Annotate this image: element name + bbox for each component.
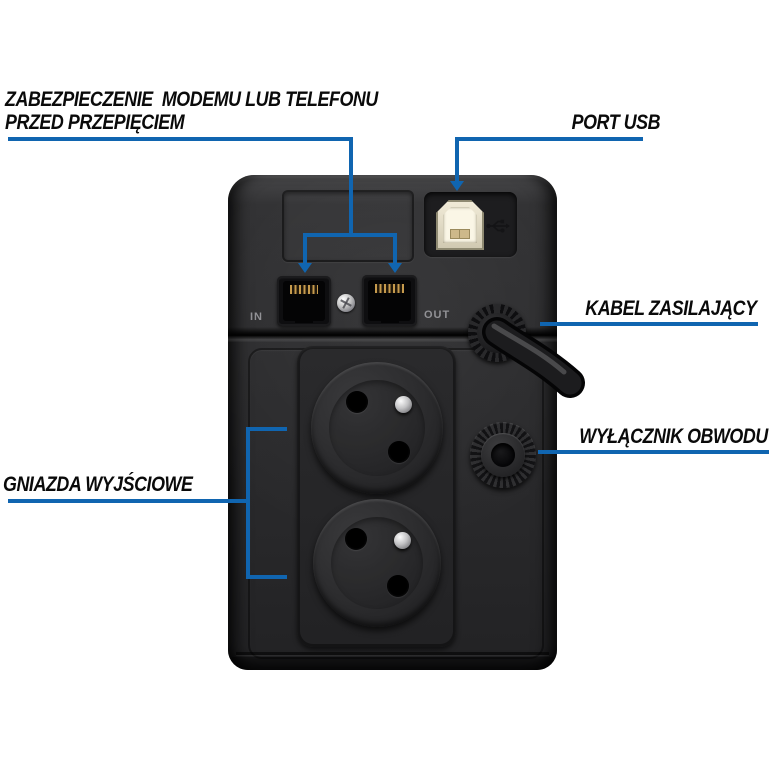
label-usb-port: PORT USB (571, 111, 660, 134)
rj45-in-port (277, 276, 331, 326)
socket-hole (345, 528, 367, 550)
ups-rear-panel: IN OUT (228, 175, 557, 670)
rj45-in-caption: IN (250, 311, 263, 323)
power-socket-top (311, 362, 443, 494)
breaker-center (491, 443, 515, 467)
rj45-gold-pins (375, 284, 404, 293)
usb-type-b-port (436, 200, 484, 250)
cable-leader-line (540, 322, 758, 326)
usb-port-cavity (443, 207, 477, 243)
blank-recessed-panel (282, 190, 414, 262)
modem-leader-underline (8, 137, 353, 141)
breaker-leader-line (538, 450, 769, 454)
modem-leader-vertical (349, 137, 353, 237)
rj45-gold-pins (290, 285, 318, 294)
usb-port-recess (424, 192, 517, 257)
sockets-bracket-top-arm (246, 427, 287, 431)
label-modem-protection: ZABEZPIECZENIE MODEMU LUB TELEFONU PRZED… (5, 88, 378, 134)
modem-leader-right-drop (393, 233, 397, 265)
cable-gland-core (477, 313, 517, 353)
label-power-cable: KABEL ZASILAJĄCY (585, 297, 758, 320)
modem-leader-left-drop (303, 233, 307, 265)
socket-hole (346, 391, 368, 413)
rj45-out-port (362, 275, 417, 326)
rj45-cavity (368, 280, 411, 323)
usb-trident-icon (486, 219, 510, 233)
rj45-latch-notch (380, 315, 399, 323)
rj45-latch-notch (295, 315, 313, 323)
base-shade (232, 657, 553, 670)
usb-leader-underline (455, 137, 643, 141)
cable-gland (468, 304, 526, 362)
arrow-to-rj45-in (298, 263, 312, 273)
socket-well (329, 380, 425, 476)
socket-hole (387, 575, 409, 597)
sockets-bracket-vertical (246, 427, 250, 579)
sockets-leader-line (8, 499, 248, 503)
label-modem-line2: PRZED PRZEPIĘCIEM (5, 111, 185, 134)
earth-pin (394, 532, 411, 549)
base-groove (236, 652, 549, 655)
circuit-breaker-button (470, 422, 536, 488)
rj45-out-caption: OUT (424, 309, 451, 321)
socket-well (331, 517, 423, 609)
arrow-to-usb-port (450, 181, 464, 191)
power-socket-bottom (313, 499, 441, 627)
usb-leader-vertical (455, 137, 459, 183)
panel-screw (337, 294, 355, 312)
label-modem-line1: ZABEZPIECZENIE MODEMU LUB TELEFONU (5, 88, 378, 111)
socket-hole (388, 441, 410, 463)
rj45-cavity (283, 281, 325, 323)
usb-contact (459, 229, 470, 239)
label-output-sockets: GNIAZDA WYJŚCIOWE (3, 473, 193, 496)
modem-leader-tbar (303, 233, 397, 237)
arrow-to-rj45-out (388, 263, 402, 273)
output-sockets-panel (297, 346, 456, 647)
sockets-bracket-bottom-arm (246, 575, 287, 579)
label-circuit-breaker: WYŁĄCZNIK OBWODU (579, 425, 768, 448)
earth-pin (395, 396, 412, 413)
